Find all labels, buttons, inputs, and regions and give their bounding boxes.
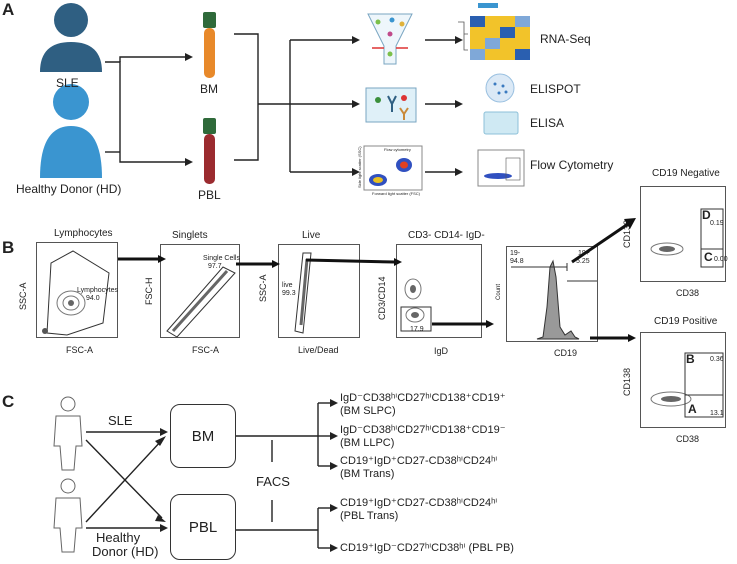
singlets-gate-name: Single Cells <box>203 255 240 262</box>
donor-hd-label: Healthy Donor (HD) <box>16 182 122 196</box>
panel-c-hd-line2: Donor (HD) <box>92 544 159 559</box>
output-pbl-pb-markers: CD19⁺IgD⁻CD27ʰⁱCD38ʰⁱ (PBL PB) <box>340 542 514 554</box>
plot-lymphocytes-title: Lymphocytes <box>54 228 113 239</box>
plot-live-title: Live <box>302 230 321 241</box>
plot-singlets-title: Singlets <box>172 230 208 241</box>
live-xlabel: Live/Dead <box>298 345 339 355</box>
singlets-gate-value: 97.7 <box>208 263 222 270</box>
plot-cd19-positive <box>640 332 726 428</box>
panel-c-hd-line1: Healthy <box>96 530 141 545</box>
gate-d-label: D <box>702 208 711 222</box>
lymphocytes-gate-value: 94.0 <box>86 295 100 302</box>
pbl-tube-icon <box>203 118 216 184</box>
output-pbl-trans-name: (PBL Trans) <box>340 510 399 522</box>
gate-a-value: 13.1 <box>710 410 724 417</box>
output-bm-llpc-markers: IgD⁻CD38ʰⁱCD27ʰⁱCD138⁺CD19⁻ <box>340 424 506 436</box>
pbl-box: PBL <box>170 494 236 560</box>
cd19-neg-gate-name: 19- <box>510 250 521 257</box>
cd19-positive-title: CD19 Positive <box>654 316 718 327</box>
plot-cd3-title: CD3- CD14- IgD- <box>408 230 485 241</box>
sle-person-icon <box>40 3 102 72</box>
flow-mini-title: Flow cytometry <box>384 147 411 152</box>
flow-cytometry-mini-plot-icon <box>363 145 423 191</box>
panel-c-letter: C <box>2 392 15 411</box>
panel-c-sle-label: SLE <box>108 413 133 428</box>
live-gate-name: live <box>282 282 293 289</box>
elisa-plate-icon <box>483 111 519 135</box>
elispot-well-icon <box>485 73 515 103</box>
facs-label: FACS <box>256 474 290 489</box>
cd19-negative-xlabel: CD38 <box>676 288 700 298</box>
plot-lymphocytes <box>36 242 118 338</box>
cd3-gate-value: 17.9 <box>410 326 424 333</box>
panel-b-letter: B <box>2 238 15 257</box>
output-bm-slpc-markers: IgD⁻CD38ʰⁱCD27ʰⁱCD138⁺CD19⁺ <box>340 392 506 404</box>
plot-cd19-negative <box>640 186 726 282</box>
gate-a-label: A <box>688 402 697 416</box>
bm-box: BM <box>170 404 236 468</box>
rna-seq-heatmap-icon <box>458 3 530 60</box>
gate-c-value: 0.00 <box>714 256 728 263</box>
gate-b-value: 0.36 <box>710 356 724 363</box>
donor-sle-label: SLE <box>56 76 79 90</box>
hd-outline-person-icon <box>53 478 83 553</box>
singlets-xlabel: FSC-A <box>192 345 219 355</box>
healthy-donor-person-icon <box>40 84 102 178</box>
sle-outline-person-icon <box>53 396 83 471</box>
cd3-xlabel: IgD <box>434 346 449 356</box>
method-elisa-label: ELISA <box>530 116 565 130</box>
plot-singlets <box>160 244 240 338</box>
output-bm-trans: CD19⁺IgD⁺CD27-CD38ʰⁱCD24ʰⁱ (BM Trans) <box>340 455 497 481</box>
output-bm-slpc-name: (BM SLPC) <box>340 405 396 417</box>
flow-cytometry-output-plot-icon <box>477 149 525 187</box>
cd19-hist-xlabel: CD19 <box>554 348 578 358</box>
method-flow-label: Flow Cytometry <box>530 158 614 172</box>
elisa-dish-icon <box>365 87 417 123</box>
output-bm-trans-name: (BM Trans) <box>340 468 395 480</box>
method-rnaseq-label: RNA-Seq <box>540 32 591 46</box>
cd19-negative-title: CD19 Negative <box>652 168 720 179</box>
cd19-positive-xlabel: CD38 <box>676 434 700 444</box>
sequencing-funnel-icon <box>367 13 413 65</box>
output-pbl-trans: CD19⁺IgD⁺CD27-CD38ʰⁱCD24ʰⁱ (PBL Trans) <box>340 497 497 523</box>
method-elispot-label: ELISPOT <box>530 82 581 96</box>
flow-mini-xlabel: Forward light scatter (FSC) <box>372 191 421 196</box>
output-bm-llpc-name: (BM LLPC) <box>340 437 395 449</box>
lymphocytes-xlabel: FSC-A <box>66 345 93 355</box>
output-bm-trans-markers: CD19⁺IgD⁺CD27-CD38ʰⁱCD24ʰⁱ <box>340 455 498 467</box>
gate-d-value: 0.19 <box>710 220 724 227</box>
sample-pbl-label: PBL <box>198 188 221 202</box>
live-gate-value: 99.3 <box>282 290 296 297</box>
panel-a-letter: A <box>2 0 15 19</box>
output-bm-llpc: IgD⁻CD38ʰⁱCD27ʰⁱCD138⁺CD19⁻ (BM LLPC) <box>340 424 506 450</box>
cd19-neg-gate-value: 94.8 <box>510 258 524 265</box>
gate-b-label: B <box>686 352 695 366</box>
output-bm-slpc: IgD⁻CD38ʰⁱCD27ʰⁱCD138⁺CD19⁺ (BM SLPC) <box>340 392 506 418</box>
plot-cd3 <box>396 244 482 338</box>
output-pbl-trans-markers: CD19⁺IgD⁺CD27-CD38ʰⁱCD24ʰⁱ <box>340 497 498 509</box>
lymphocytes-gate-name: Lymphocytes <box>77 287 118 294</box>
output-pbl-pb: CD19⁺IgD⁻CD27ʰⁱCD38ʰⁱ (PBL PB) <box>340 542 514 555</box>
sample-bm-label: BM <box>200 82 218 96</box>
bm-tube-icon <box>203 12 216 78</box>
gate-c-label: C <box>704 250 713 264</box>
